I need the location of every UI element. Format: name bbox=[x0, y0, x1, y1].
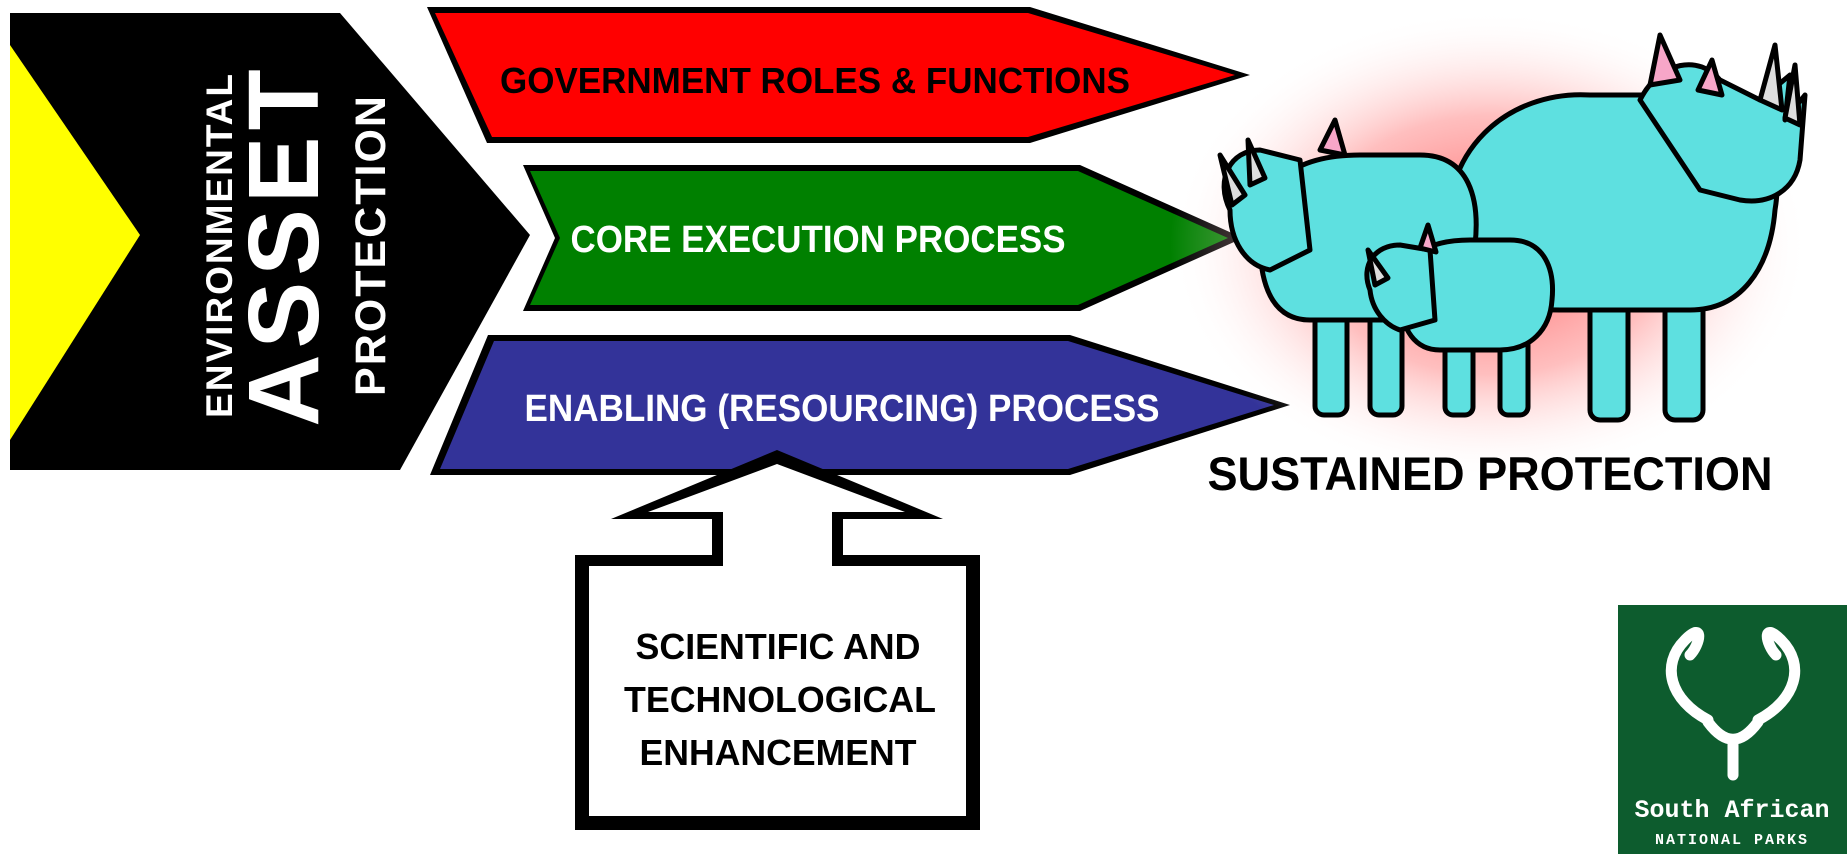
logo-text-line2: NATIONAL PARKS bbox=[1655, 832, 1809, 849]
input-box-line3: ENHANCEMENT bbox=[640, 732, 917, 773]
left-block-line3: PROTECTION bbox=[347, 94, 395, 396]
arrow-government-roles: GOVERNMENT ROLES & FUNCTIONS bbox=[427, 7, 1250, 143]
rhino-family-icon: SUSTAINED PROTECTION bbox=[1170, 10, 1810, 500]
arrow-core-execution: CORE EXECUTION PROCESS bbox=[523, 165, 1243, 311]
arrow-fill bbox=[435, 13, 1235, 137]
arrow-fill bbox=[440, 341, 1274, 469]
arrow-label: GOVERNMENT ROLES & FUNCTIONS bbox=[500, 60, 1130, 101]
logo-text-line1: South African bbox=[1634, 796, 1829, 825]
arrow-label: ENABLING (RESOURCING) PROCESS bbox=[525, 388, 1160, 430]
input-box-fill bbox=[589, 464, 966, 816]
input-box-line1: SCIENTIFIC AND bbox=[636, 626, 921, 667]
left-block-line2: ASSET bbox=[228, 63, 340, 426]
input-box-line2: TECHNOLOGICAL bbox=[624, 679, 936, 720]
arrow-enabling-process: ENABLING (RESOURCING) PROCESS bbox=[430, 335, 1290, 475]
logo-background bbox=[1618, 605, 1847, 854]
baby-rhino-icon bbox=[1364, 222, 1555, 418]
kudu-head-icon bbox=[1665, 627, 1801, 781]
arrow-label: CORE EXECUTION PROCESS bbox=[571, 219, 1066, 261]
left-block-line1: ENVIRONMENTAL bbox=[199, 72, 240, 418]
yellow-chevron-accent bbox=[10, 45, 140, 440]
arrow-fill bbox=[530, 171, 1228, 305]
left-chevron-block: ENVIRONMENTAL ASSET PROTECTION bbox=[10, 13, 530, 470]
outcome-label: SUSTAINED PROTECTION bbox=[1208, 447, 1773, 500]
input-arrow-box: SCIENTIFIC AND TECHNOLOGICAL ENHANCEMENT bbox=[575, 450, 980, 830]
sanparks-logo: South African NATIONAL PARKS bbox=[1618, 605, 1847, 854]
